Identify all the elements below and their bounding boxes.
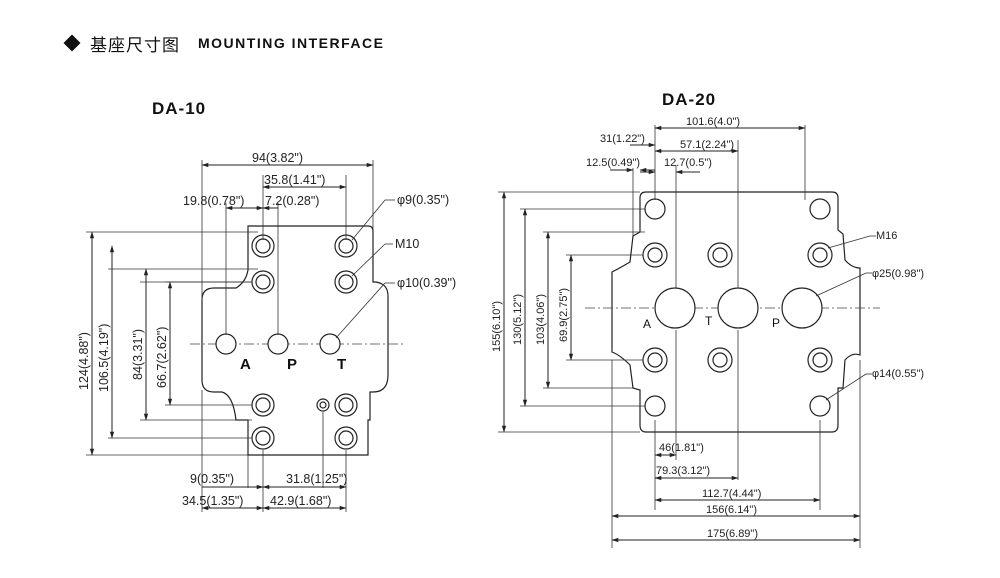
da10-mount-hole: [334, 426, 358, 450]
da10-port-label: T: [337, 356, 346, 373]
da20-dim-height-155: 155(6.10"): [491, 301, 503, 352]
da10-dim-bottom-9: 9(0.35"): [190, 472, 234, 486]
title-english: MOUNTING INTERFACE: [198, 35, 385, 51]
da20-dim-height-130: 130(5.12"): [512, 294, 524, 345]
da10-dim-bottom-42: 42.9(1.68"): [270, 494, 331, 508]
da10-mount-hole: [251, 270, 275, 294]
da20-dim-bottom-156: 156(6.14"): [706, 504, 757, 516]
da10-mount-hole: [251, 393, 275, 417]
da20-mount-hole: [644, 198, 666, 220]
da10-dim-height-106: 106.5(4.19"): [97, 324, 111, 392]
da20-dim-top-57: 57.1(2.24"): [680, 139, 734, 151]
da20-dim-bottom-79: 79.3(3.12"): [656, 465, 710, 477]
da10-locating-pin: [316, 398, 330, 412]
da20-mount-hole: [809, 395, 831, 417]
da20-callout-phi25: φ25(0.98"): [872, 268, 924, 280]
da20-dim-height-69: 69.9(2.75"): [558, 288, 570, 342]
da10-mount-hole: [334, 393, 358, 417]
da10-dim-port-offset: 19.8(0.78"): [183, 194, 244, 208]
da20-dim-height-103: 103(4.06"): [535, 294, 547, 345]
da10-model-label: DA-10: [152, 99, 207, 118]
da20-dim-top-12-7: 12.7(0.5"): [664, 157, 712, 169]
da20-mount-hole: [644, 395, 666, 417]
da10-mount-hole: [251, 234, 275, 258]
da20-port-p: [781, 287, 823, 329]
section-header: 基座尺寸图 MOUNTING INTERFACE: [63, 30, 385, 56]
da10-callout-phi10: φ10(0.39"): [397, 276, 456, 290]
da20-mount-hole: [642, 242, 668, 268]
da10-port-p: [267, 333, 289, 355]
da20-mount-hole: [707, 347, 733, 373]
da20-port-t: [717, 287, 759, 329]
da10-drawing: A P T 94(3.82") 35.8(1.41") 19.8(0.78") …: [77, 151, 456, 512]
da10-port-label: A: [240, 356, 251, 373]
da20-port-label: A: [643, 317, 651, 331]
da20-drawing: A T P 101.6(4.0") 31(1.22") 57.1(2.24") …: [491, 116, 924, 548]
da20-mount-hole: [809, 198, 831, 220]
da10-mount-hole: [251, 426, 275, 450]
da10-mount-hole: [334, 234, 358, 258]
da10-dim-port-spacing: 7.2(0.28"): [265, 194, 319, 208]
da10-callout-m10: M10: [395, 237, 419, 251]
da10-mount-hole: [334, 270, 358, 294]
da20-callout-phi14: φ14(0.55"): [872, 368, 924, 380]
title-chinese: 基座尺寸图: [90, 35, 180, 56]
da20-mount-hole: [642, 347, 668, 373]
da10-dim-height-total: 124(4.88"): [77, 332, 91, 390]
da20-mount-hole: [807, 242, 833, 268]
da10-dim-bottom-34: 34.5(1.35"): [182, 494, 243, 508]
da10-port-a: [215, 333, 237, 355]
da20-dim-bottom-112: 112.7(4.44"): [702, 488, 761, 500]
da20-dim-bottom-46: 46(1.81"): [659, 442, 704, 454]
da20-port-label: T: [705, 314, 713, 328]
da20-port-label: P: [772, 316, 780, 330]
da20-mount-hole: [807, 347, 833, 373]
da10-port-t: [319, 333, 341, 355]
da10-dim-bolt-span: 35.8(1.41"): [264, 173, 325, 187]
da10-dim-bottom-31: 31.8(1.25"): [286, 472, 347, 486]
da10-dim-height-84: 84(3.31"): [131, 329, 145, 380]
da20-port-a: [654, 287, 696, 329]
da20-mount-hole: [707, 242, 733, 268]
da20-callout-m16: M16: [876, 230, 897, 242]
da20-dim-top-101: 101.6(4.0"): [686, 116, 740, 128]
da10-dim-overall-width: 94(3.82"): [252, 151, 303, 165]
da20-dim-top-31: 31(1.22"): [600, 133, 645, 145]
da10-port-label: P: [287, 356, 297, 373]
da20-model-label: DA-20: [662, 90, 717, 109]
da20-dim-top-12-5: 12.5(0.49"): [586, 157, 640, 169]
da20-dim-bottom-175: 175(6.89"): [707, 528, 758, 540]
da10-callout-phi9: φ9(0.35"): [397, 193, 449, 207]
da10-dim-height-66: 66.7(2.62"): [155, 327, 169, 388]
